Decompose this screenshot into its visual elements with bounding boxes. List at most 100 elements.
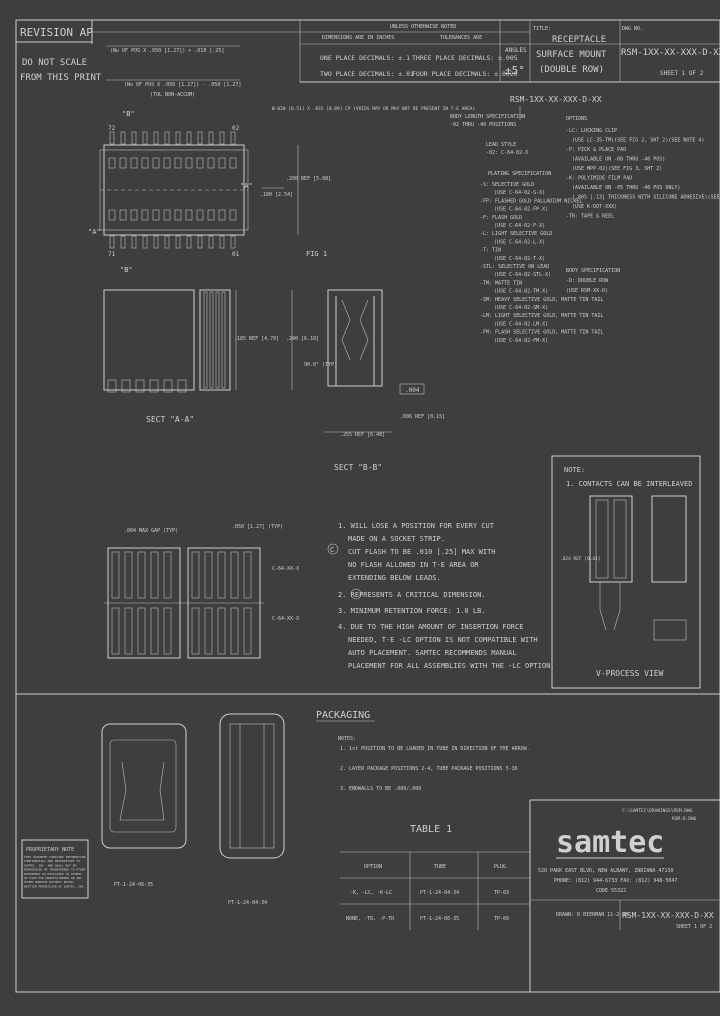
tr2-plug: TP-09 [494,916,509,922]
fig1-contact-bottom [207,209,215,221]
tolerance-header: UNLESS OTHERWISE NOTED [390,24,456,30]
option-item: -LC: LOCKING CLIP [566,128,617,134]
fig1-pin-bottom [175,235,181,249]
fig1-pin-bottom [197,235,203,249]
fig1-contact-bottom [130,209,138,221]
note-1-a: 1. WILL LOSE A POSITION FOR EVERY CUT [338,522,495,530]
pkg-notes-title: NOTES: [338,736,356,742]
v-process-box: NOTE: 1. CONTACTS CAN BE INTERLEAVED .02… [551,455,701,689]
pin-71: 71 [108,251,116,258]
company-sheet: SHEET 1 OF 2 [676,924,712,930]
th-tube: TUBE [434,864,446,870]
samtec-logo: samtec [556,825,664,860]
lower-pin-bottom [163,607,172,655]
fig1-label: FIG 1 [306,250,327,258]
sect-bb-label: SECT "B-B" [334,463,382,472]
fig1-pin-top [208,131,214,145]
proprietary-line: WRITTEN PERMISSION OF SAMTEC, INC. [24,884,86,888]
note-4-d: PLACEMENT FOR ALL ASSEMBLIES WITH THE -L… [348,662,555,670]
plating-option: -TM: MATTE TIN [480,280,522,286]
title-block: REVISION AP DO NOT SCALE FROM THIS PRINT… [15,19,720,83]
tol-non-accum: (TOL NON-ACCUM) [150,92,195,98]
dim-006: .006 REF [0.15] [400,414,445,420]
fig1-contact-bottom [152,209,160,221]
lower-pin-bottom [243,607,252,655]
sect-aa-foot [107,379,117,393]
plating-option: (USE C-64-02-F-X) [494,223,545,229]
dim-255: .255 REF [6.48] [340,432,385,438]
file-ref-2: RSM-D.DWG [672,816,697,822]
pin-01: 01 [232,251,240,258]
fig1-pin-bottom [164,235,170,249]
note-1-b: MADE ON A SOCKET STRIP. [348,535,445,543]
plating-label: PLATING SPECIFICATION [488,171,551,177]
fig1-contact-top [130,157,138,169]
fig1-contact-top [119,157,127,169]
plating-option: -STL: SELECTIVE ON LEAD [480,264,549,270]
title-label: TITLE: [533,26,551,32]
sect-aa-foot [121,379,131,393]
sect-aa-foot [135,379,145,393]
plating-option: (USE C-64-02-FP-X) [494,207,548,213]
pin-72: 72 [108,125,116,132]
lower-pin-top [191,551,200,599]
sheet-border [15,19,720,993]
packaging-title: PACKAGING [316,710,370,721]
tube2-label: PT-1-24-04-34 [228,900,267,906]
note-4-c: AUTO PLACEMENT. SAMTEC RECOMMENDS MANUAL [348,649,517,657]
lower-pin-top [230,551,239,599]
proprietary-note: PROPRIETARY NOTE THIS DOCUMENT CONTAINS … [21,839,89,899]
plating-option: (USE C-64-02-LM-X) [494,321,548,327]
plating-option: (USE C-64-02-L-X) [494,239,545,245]
proprietary-line: OR USED FOR MANUFACTURING OR ANY [24,876,82,880]
address-2: PHONE: (812) 944-6733 FAX: (812) 948-504… [554,878,677,884]
body-spec-label: BODY SPECIFICATION [566,268,620,274]
fig1-contact-top [152,157,160,169]
proprietary-line: DOCUMENTS OR DISCLOSED TO OTHERS [24,872,82,876]
body-length-opt: -02 THRU -40 POSITIONS [450,122,516,128]
company-block: C:\SAMTEC\DRAWINGS\RSM.DWG RSM-D.DWG sam… [529,799,720,992]
fig1-pin-top [131,131,137,145]
fig1-contact-bottom [196,209,204,221]
plating-option: (USE C-64-02-T-X) [494,256,545,262]
fig1-contact-bottom [218,209,226,221]
table-title: TABLE 1 [410,824,452,835]
plating-option: -FP: FLASHED GOLD PALLADIUM NICKEL [480,198,582,204]
option-item: (USE LC-35-TM)(SEE FIG 2, SHT 2)(SEE NOT… [572,138,704,144]
plating-option: (USE C-64-02-S-X) [494,190,545,196]
body-length-label: BODY LENGTH SPECIFICATION [450,114,525,120]
fig1-pin-bottom [230,235,236,249]
option-item: (USE MPP-02)(SEE FIG 3, SHT 2) [572,166,662,172]
plating-option: (USE C-64-02-TM-X) [494,289,548,295]
v-dim: .024 REF [0.61] [560,556,601,562]
tr2-option: NONE, -TR, -P-TR [346,916,395,922]
dwg-label: DWG NO. [622,26,643,32]
dim-240: .240 [6.10] [286,336,319,342]
sect-aa-pin [209,291,214,389]
max-gap: .004 MAX GAP (TYP) [124,528,178,534]
v-note-1: 1. CONTACTS CAN BE INTERLEAVED [566,480,692,488]
title-line-1: RECEPTACLE [552,35,606,45]
proprietary-line: THIS DOCUMENT CONTAINS INFORMATION [24,855,86,859]
angles-value: ±5° [505,64,525,77]
lower-pin-bottom [124,607,133,655]
note-1-c: CUT FLASH TO BE .010 [.25] MAX WITH [348,548,496,556]
fig1-contact-bottom [229,209,237,221]
file-ref: C:\SAMTEC\DRAWINGS\RSM.DWG [622,808,693,814]
no-pos-dim-2: (No OF POS X .050 [1.27]) - .050 [1.27] [124,82,241,88]
company-dwg-no: RSM-1XX-XX-XXX-D-XX [622,911,714,920]
sect-aa-label: SECT "A-A" [146,415,194,424]
plating-option: (USE C-64-02-SM-X) [494,305,548,311]
fig1-pin-top [120,131,126,145]
option-item: (USE K-DOT-XXX) [572,204,617,210]
lower-stack-view: .004 MAX GAP (TYP) .050 [1.27] (TYP) C-6… [104,524,299,659]
note-1-d: NO FLASH ALLOWED IN T-E AREA OR [348,561,479,569]
dwg-number: RSM-1XX-XX-XXX-D-XX [621,48,720,58]
view-b-top: "B" [122,110,135,118]
no-pos-dim: (No OF POS X .050 [1.27]) + .010 [.25] [110,48,224,54]
note-2: 2. REPRESENTS A CRITICAL DIMENSION. [338,591,486,599]
pkg-note-1: 1. 1st POSITION TO BE LOADED IN TUBE IN … [340,746,530,752]
do-not-scale-1: DO NOT SCALE [22,58,87,68]
lower-pin-bottom [137,607,146,655]
